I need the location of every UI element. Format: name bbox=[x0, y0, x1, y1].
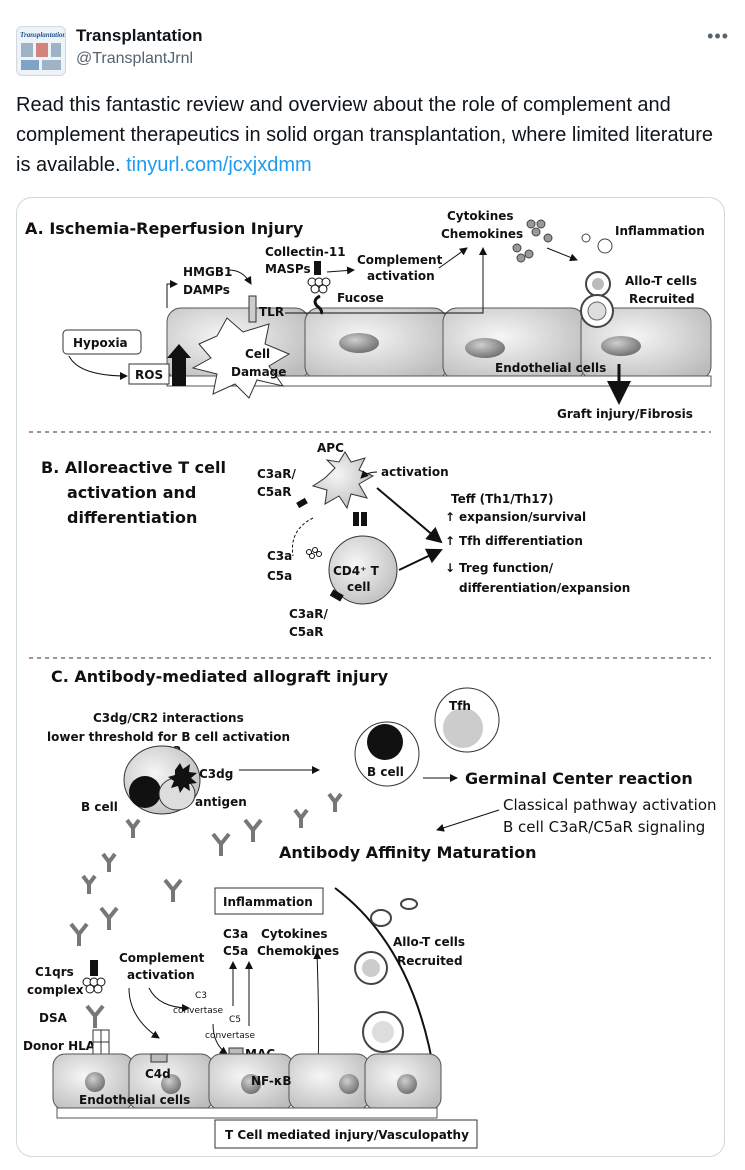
endothelial-label-c: Endothelial cells bbox=[79, 1093, 190, 1107]
c3dg-label: C3dg bbox=[199, 767, 233, 781]
c3dg-line2: lower threshold for B cell activation bbox=[47, 730, 290, 744]
activation-label-a: activation bbox=[367, 269, 435, 283]
avatar-logo-text: Transplantation bbox=[20, 31, 66, 39]
c3dg-line1: C3dg/CR2 interactions bbox=[93, 711, 244, 725]
cytokines-label: Cytokines bbox=[447, 209, 514, 223]
c5a-label-b: C5a bbox=[267, 569, 292, 583]
endothelial-cells-a bbox=[166, 307, 712, 387]
section-b-title-1: B. Alloreactive T cell bbox=[41, 458, 226, 477]
c3ar-c5ar-label-1: C3aR/ bbox=[257, 467, 296, 481]
graft-injury-label: Graft injury/Fibrosis bbox=[557, 407, 693, 421]
tfh-diff-label: Tfh differentiation bbox=[459, 534, 583, 548]
complement-label-a: Complement bbox=[357, 253, 443, 267]
convertase-label-2: convertase bbox=[205, 1031, 255, 1041]
recruited-label-a: Recruited bbox=[629, 292, 695, 306]
tweet-header: Transplantation Transplantation @Transpl… bbox=[16, 24, 729, 76]
signaling-label: B cell C3aR/C5aR signaling bbox=[503, 818, 705, 836]
donor-hla-label: Donor HLA bbox=[23, 1039, 96, 1053]
endothelial-cells-c bbox=[52, 1053, 442, 1119]
c5-label: C5 bbox=[229, 1015, 241, 1025]
tweet-link[interactable]: tinyurl.com/jcxjxdmm bbox=[126, 154, 312, 176]
tfh-up-arrow: ↑ bbox=[445, 534, 455, 548]
c4d-label: C4d bbox=[145, 1067, 171, 1081]
section-b-title-3: differentiation bbox=[67, 508, 197, 527]
convertase-label: convertase bbox=[173, 1006, 223, 1016]
germinal-center-label: Germinal Center reaction bbox=[465, 769, 693, 788]
hypoxia-label: Hypoxia bbox=[73, 336, 128, 350]
inflammation-label-a: Inflammation bbox=[615, 224, 705, 238]
expansion-label: expansion/survival bbox=[459, 510, 586, 524]
tweet-text: Read this fantastic review and overview … bbox=[16, 90, 716, 180]
activation-label-c: activation bbox=[127, 968, 195, 982]
c3-label: C3 bbox=[195, 991, 207, 1001]
tcell-injury-label: T Cell mediated injury/Vasculopathy bbox=[225, 1128, 469, 1142]
chemokines-label: Chemokines bbox=[441, 227, 523, 241]
teff-up-arrow: ↑ bbox=[445, 510, 455, 524]
hmgb1-label: HMGB1 bbox=[183, 265, 232, 279]
c3a-label-c: C3a bbox=[223, 927, 248, 941]
antigen-label: antigen bbox=[195, 795, 247, 809]
account-avatar[interactable]: Transplantation bbox=[16, 26, 66, 76]
treg-label: Treg function/ bbox=[459, 561, 554, 575]
cytokines-label-c: Cytokines bbox=[261, 927, 328, 941]
fucose-label: Fucose bbox=[337, 291, 384, 305]
collectin-label: Collectin-11 bbox=[265, 245, 346, 259]
section-c-title: C. Antibody-mediated allograft injury bbox=[51, 667, 389, 686]
account-name[interactable]: Transplantation bbox=[76, 26, 203, 45]
cell-label: Cell bbox=[245, 347, 270, 361]
figure-diagram: A. Ischemia-Reperfusion Injury Endotheli… bbox=[23, 209, 717, 1149]
more-horizontal-icon[interactable]: ••• bbox=[707, 26, 729, 46]
complement-label-c: Complement bbox=[119, 951, 205, 965]
c3ar-c5ar-label-2: C5aR bbox=[257, 485, 292, 499]
inflammation-label-c: Inflammation bbox=[223, 895, 313, 909]
classical-pathway-label: Classical pathway activation bbox=[503, 796, 717, 814]
masps-label: MASPs bbox=[265, 262, 311, 276]
c3ar-bottom-1: C3aR/ bbox=[289, 607, 328, 621]
allo-t-label-c: Allo-T cells bbox=[393, 935, 465, 949]
b-cell-label-right: B cell bbox=[367, 765, 404, 779]
endothelial-label-a: Endothelial cells bbox=[495, 361, 606, 375]
dsa-label: DSA bbox=[39, 1011, 68, 1025]
tlr-label: TLR bbox=[259, 305, 284, 319]
section-a-title: A. Ischemia-Reperfusion Injury bbox=[25, 219, 304, 238]
b-cell-label-left: B cell bbox=[81, 800, 118, 814]
section-b-title-2: activation and bbox=[67, 483, 196, 502]
cd4-label-1: CD4⁺ T bbox=[333, 564, 380, 578]
c1qrs-label: C1qrs bbox=[35, 965, 74, 979]
treg-down-arrow: ↓ bbox=[445, 561, 455, 575]
complex-label: complex bbox=[27, 983, 84, 997]
tweet-media-figure[interactable]: A. Ischemia-Reperfusion Injury Endotheli… bbox=[16, 197, 725, 1157]
account-handle[interactable]: @TransplantJrnl bbox=[76, 50, 194, 67]
tweet-body: Read this fantastic review and overview … bbox=[16, 94, 714, 176]
chemokines-label-c: Chemokines bbox=[257, 944, 339, 958]
apc-label: APC bbox=[317, 441, 344, 455]
allo-t-label-a: Allo-T cells bbox=[625, 274, 697, 288]
damps-label: DAMPs bbox=[183, 283, 230, 297]
apc-activation-label: activation bbox=[381, 465, 449, 479]
tfh-label: Tfh bbox=[449, 699, 471, 713]
ros-label: ROS bbox=[135, 368, 163, 382]
cd4-label-2: cell bbox=[347, 580, 370, 594]
recruited-label-c: Recruited bbox=[397, 954, 463, 968]
c5a-label-c: C5a bbox=[223, 944, 248, 958]
c3ar-bottom-2: C5aR bbox=[289, 625, 324, 639]
nfkb-label: NF-κB bbox=[251, 1074, 292, 1088]
damage-label: Damage bbox=[231, 365, 286, 379]
c3a-label-b: C3a bbox=[267, 549, 292, 563]
maturation-label: Antibody Affinity Maturation bbox=[279, 843, 537, 862]
treg-label-2: differentiation/expansion bbox=[459, 581, 630, 595]
teff-label: Teff (Th1/Th17) bbox=[451, 492, 554, 506]
